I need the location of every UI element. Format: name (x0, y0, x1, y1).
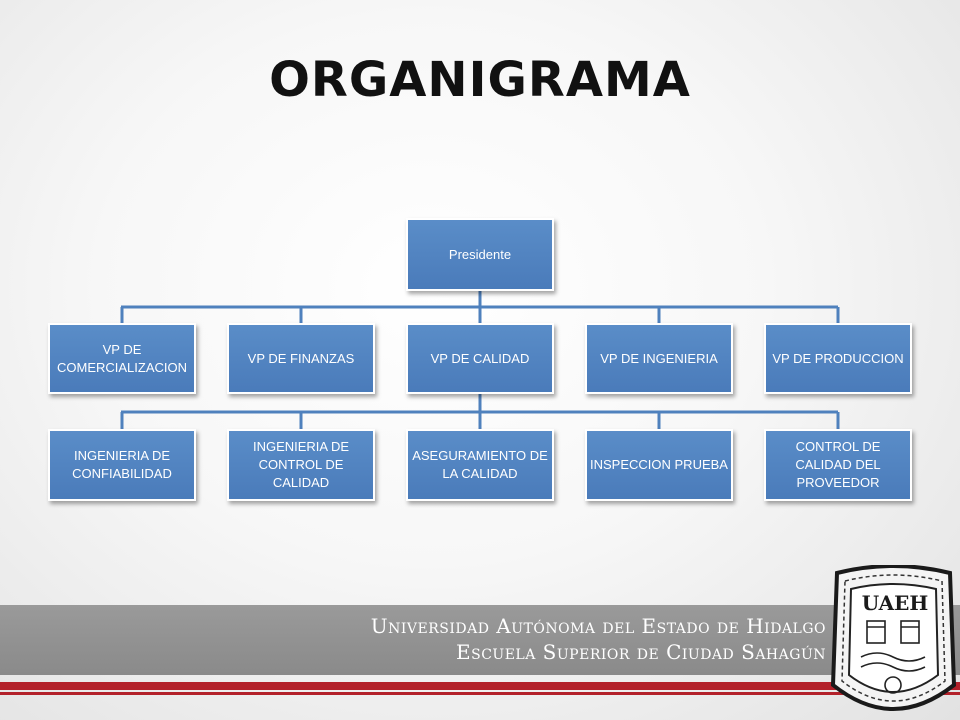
node-label: Presidente (448, 246, 512, 262)
footer-red-stripe-thin (0, 692, 960, 695)
node-vp-ingenieria: VP DE INGENIERIA (585, 323, 733, 394)
seal-text: UAEH (862, 591, 928, 615)
node-label: VP DE INGENIERIA (600, 350, 718, 366)
node-vp-calidad: VP DE CALIDAD (406, 323, 554, 394)
node-vp-finanzas: VP DE FINANZAS (227, 323, 375, 394)
school-name: Escuela Superior de Ciudad Sahagún (456, 640, 826, 664)
node-label: VP DE COMERCIALIZACION (56, 341, 187, 375)
node-label: VP DE PRODUCCION (772, 350, 904, 366)
node-label: CONTROL DE CALIDAD DEL PROVEEDOR (795, 439, 881, 490)
uaeh-seal-icon: UAEH (830, 565, 957, 711)
node-aseguramiento-calidad: ASEGURAMIENTO DE LA CALIDAD (406, 429, 554, 501)
node-label: ASEGURAMIENTO DE LA CALIDAD (412, 448, 548, 481)
slide-title: ORGANIGRAMA (269, 52, 691, 108)
node-label: VP DE CALIDAD (430, 350, 530, 366)
node-label: INSPECCION PRUEBA (590, 457, 728, 472)
node-ingenieria-control-calidad: INGENIERIA DE CONTROL DE CALIDAD (227, 429, 375, 501)
footer-band (0, 605, 960, 675)
node-ingenieria-confiabilidad: INGENIERIA DE CONFIABILIDAD (48, 429, 196, 501)
university-name: Universidad Autónoma del Estado de Hidal… (370, 614, 826, 638)
footer-red-stripe (0, 682, 960, 690)
node-label: VP DE FINANZAS (247, 350, 355, 366)
node-vp-comercializacion: VP DE COMERCIALIZACION (48, 323, 196, 394)
node-vp-produccion: VP DE PRODUCCION (764, 323, 912, 394)
node-control-calidad-proveedor: CONTROL DE CALIDAD DEL PROVEEDOR (764, 429, 912, 501)
node-label: INGENIERIA DE CONFIABILIDAD (72, 448, 172, 481)
node-inspeccion-prueba: INSPECCION PRUEBA (585, 429, 733, 501)
node-label: INGENIERIA DE CONTROL DE CALIDAD (252, 439, 350, 490)
node-presidente: Presidente (406, 218, 554, 291)
